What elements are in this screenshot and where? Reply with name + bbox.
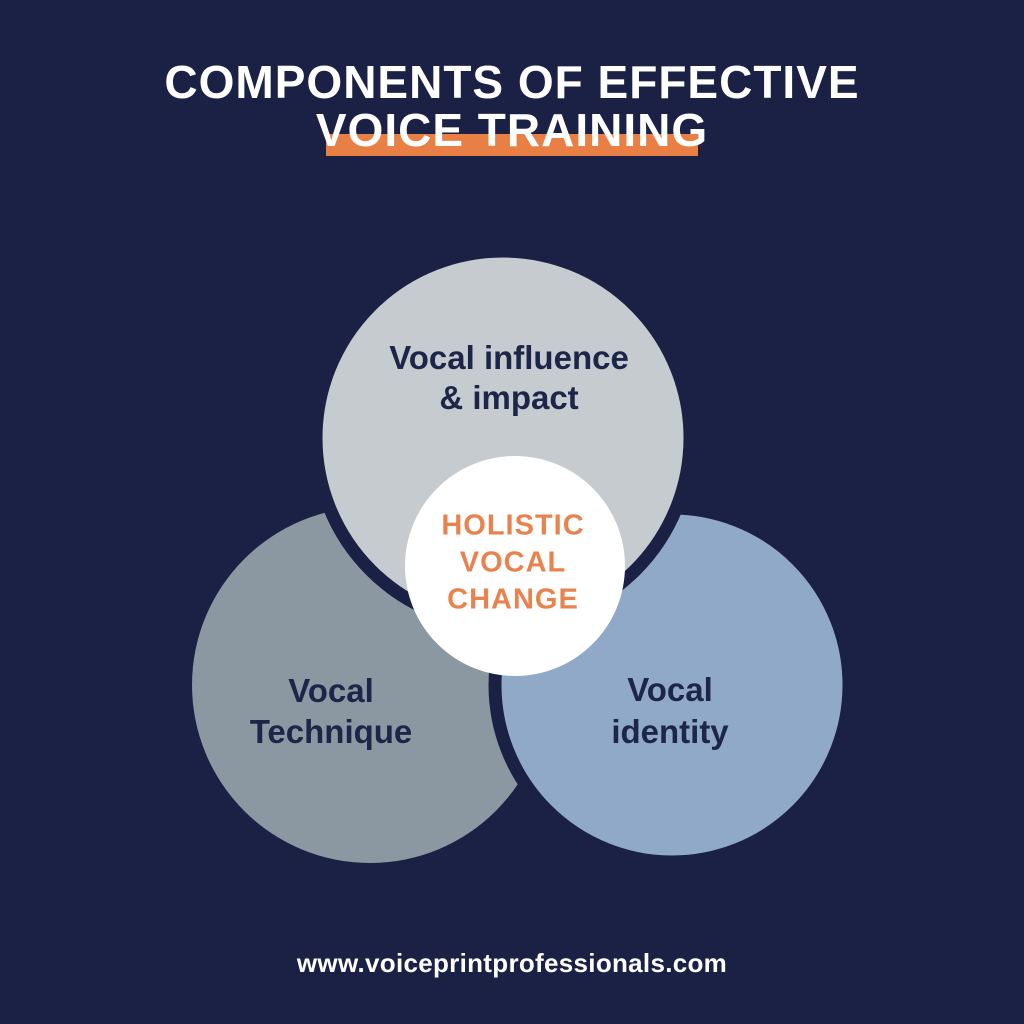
title-line-2-wrap: VOICE TRAINING <box>0 104 1024 156</box>
label-line: HOLISTIC <box>441 509 585 542</box>
label-vocal-influence-impact: Vocal influence & impact <box>389 338 629 418</box>
circle-holistic-vocal-change <box>405 456 625 676</box>
label-line: & impact <box>439 379 579 416</box>
title-highlight-bar <box>326 134 698 156</box>
label-holistic-vocal-change: HOLISTIC VOCAL CHANGE <box>441 508 584 619</box>
label-line: Technique <box>249 713 413 750</box>
label-line: Vocal <box>288 672 374 709</box>
label-vocal-identity: Vocal identity <box>611 669 728 753</box>
title-line-2: VOICE TRAINING <box>315 104 709 156</box>
label-line: identity <box>611 713 729 750</box>
title-block: COMPONENTS OF EFFECTIVE VOICE TRAINING <box>0 56 1024 156</box>
title-line-1: COMPONENTS OF EFFECTIVE <box>164 56 860 108</box>
label-line: CHANGE <box>447 583 579 616</box>
label-line: VOCAL <box>459 546 567 579</box>
label-line: Vocal <box>627 671 713 708</box>
label-vocal-technique: Vocal Technique <box>250 670 413 752</box>
footer-url: www.voiceprintprofessionals.com <box>296 948 728 978</box>
label-line: Vocal influence <box>389 339 629 376</box>
